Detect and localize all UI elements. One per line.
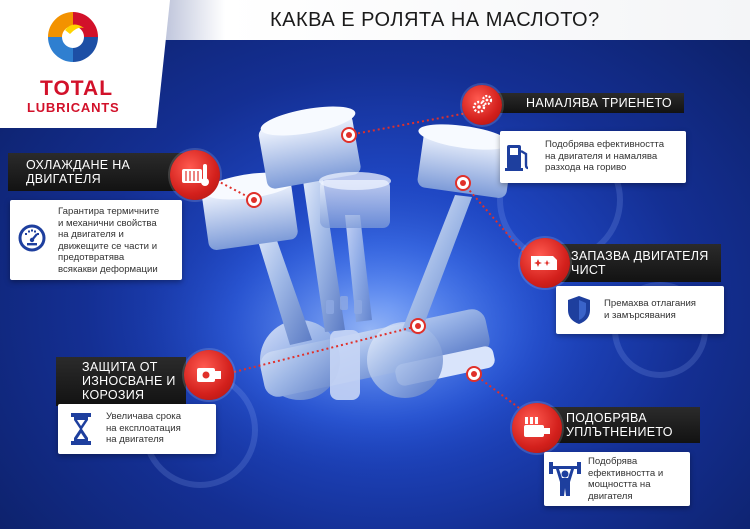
seal-text: Подобрява ефективността и мощността на д… bbox=[588, 456, 688, 502]
shield-icon bbox=[568, 296, 590, 324]
cooling-text-line: движещите се части и bbox=[58, 240, 158, 252]
wear-badge bbox=[184, 350, 234, 400]
seal-text-line: двигателя bbox=[588, 490, 633, 502]
connector-dots bbox=[246, 127, 482, 382]
logo-text-lubricants: LUBRICANTS bbox=[27, 100, 120, 115]
seal-text-line: ефективността и bbox=[588, 467, 664, 479]
clean-title-line: ЧИСТ bbox=[571, 263, 606, 277]
cooling-badge bbox=[170, 150, 220, 200]
wear-title-line: ЗАЩИТА ОТ bbox=[82, 360, 158, 374]
wear-text-line: Увеличава срока bbox=[106, 411, 182, 422]
wear-text-line: на експлоатация bbox=[106, 422, 181, 434]
friction-text-line: Подобрява ефективността bbox=[545, 139, 665, 150]
seal-title-line: УПЛЪТНЕНИЕТО bbox=[566, 425, 673, 439]
logo-text-total: TOTAL bbox=[40, 77, 114, 100]
fuel-pump-icon bbox=[505, 145, 529, 171]
gauge-icon bbox=[18, 224, 46, 252]
cooling-text-line: и механични свойства bbox=[58, 217, 157, 229]
clean-badge bbox=[520, 238, 570, 288]
page-title: КАКВА Е РОЛЯТА НА МАСЛОТО? bbox=[270, 9, 600, 31]
wear-title-line: ИЗНОСВАНЕ И bbox=[82, 374, 176, 388]
wear-text-line: на двигателя bbox=[106, 434, 164, 446]
hourglass-icon bbox=[71, 413, 91, 445]
friction-title-text: НАМАЛЯВА ТРИЕНЕТО bbox=[526, 96, 672, 110]
clean-card: Премахва отлагания и замърсявания bbox=[556, 286, 724, 334]
cooling-text-line: предотвратява bbox=[58, 252, 125, 264]
cooling-text-line: на двигателя и bbox=[58, 229, 124, 241]
cooling-title-line: ДВИГАТЕЛЯ bbox=[26, 172, 101, 186]
engine-part-icon bbox=[197, 368, 221, 382]
wear-text: Увеличава срока на експлоатация на двига… bbox=[106, 411, 214, 446]
friction-text: Подобрява ефективността на двигателя и н… bbox=[545, 139, 685, 174]
seal-text-line: Подобрява bbox=[588, 456, 638, 467]
seal-text-line: мощността на bbox=[588, 479, 651, 491]
seal-title: ПОДОБРЯВА УПЛЪТНЕНИЕТО bbox=[540, 407, 700, 443]
cooling-title-line: ОХЛАЖДАНЕ НА bbox=[26, 158, 131, 172]
total-logo-icon bbox=[46, 10, 100, 64]
weightlifter-icon bbox=[549, 462, 581, 496]
clean-text-line: Премахва отлагания bbox=[604, 298, 697, 309]
cooling-text: Гарантира термичните и механични свойств… bbox=[58, 206, 182, 276]
cooling-card: Гарантира термичните и механични свойств… bbox=[10, 200, 182, 280]
clean-text: Премахва отлагания и замърсявания bbox=[604, 298, 722, 321]
sparkle-clean-icon bbox=[531, 256, 557, 270]
cooling-text-line: всякакви деформации bbox=[58, 263, 158, 275]
seal-title-line: ПОДОБРЯВА bbox=[566, 411, 647, 425]
clean-title-line: ЗАПАЗВА ДВИГАТЕЛЯ bbox=[571, 249, 709, 263]
friction-badge bbox=[462, 85, 502, 125]
logo-panel: TOTAL LUBRICANTS bbox=[0, 0, 170, 128]
seal-engine-icon bbox=[524, 417, 550, 437]
friction-title: НАМАЛЯВА ТРИЕНЕТО bbox=[490, 93, 684, 113]
friction-text-line: разхода на гориво bbox=[545, 162, 627, 174]
gears-icon bbox=[472, 94, 493, 114]
seal-card: Подобрява ефективността и мощността на д… bbox=[544, 452, 690, 506]
seal-badge bbox=[512, 403, 562, 453]
friction-text-line: на двигателя и намалява bbox=[545, 150, 658, 162]
wear-title-line: КОРОЗИЯ bbox=[82, 388, 145, 402]
wear-card: Увеличава срока на експлоатация на двига… bbox=[58, 404, 216, 454]
clean-text-line: и замърсявания bbox=[604, 309, 676, 321]
cooling-title: ОХЛАЖДАНЕ НА ДВИГАТЕЛЯ bbox=[8, 153, 186, 191]
clean-title: ЗАПАЗВА ДВИГАТЕЛЯ ЧИСТ bbox=[545, 244, 721, 282]
cooling-text-line: Гарантира термичните bbox=[58, 206, 160, 217]
thermometer-icon bbox=[182, 164, 209, 186]
wear-title: ЗАЩИТА ОТ ИЗНОСВАНЕ И КОРОЗИЯ bbox=[56, 357, 186, 406]
friction-card: Подобрява ефективността на двигателя и н… bbox=[500, 131, 686, 183]
